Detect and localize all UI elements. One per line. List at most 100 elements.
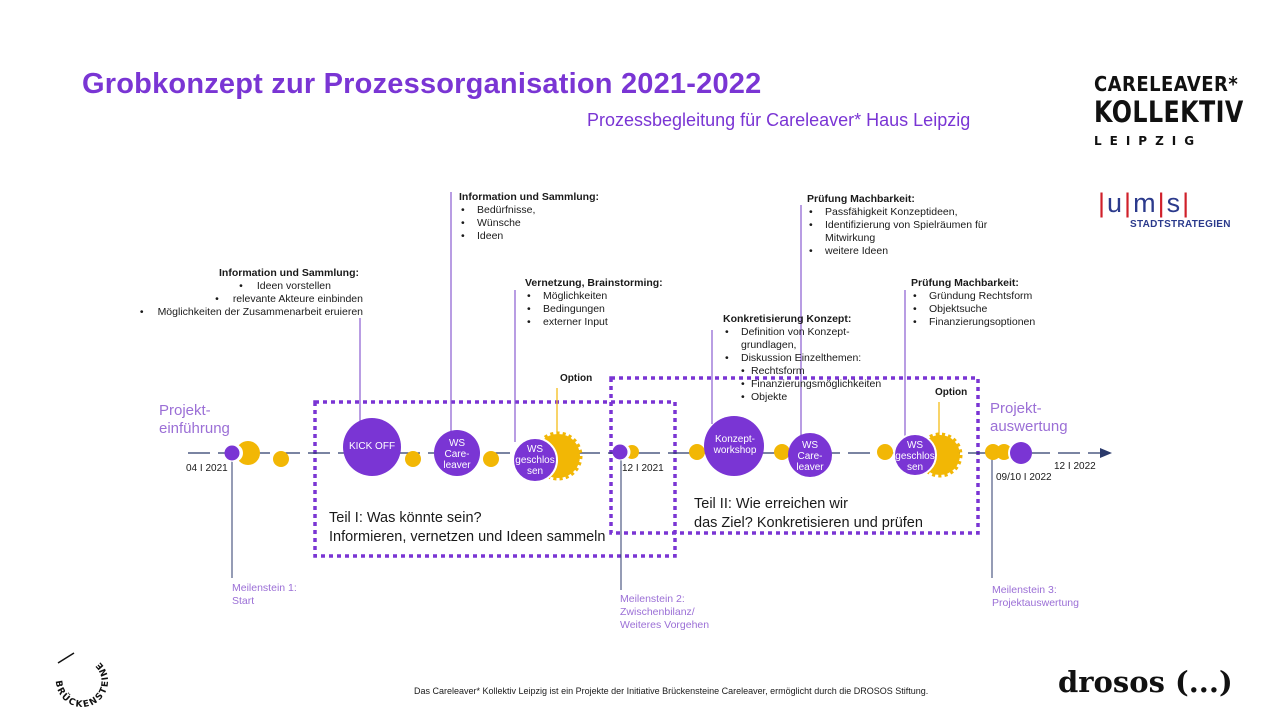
ums-letter-u: u bbox=[1107, 188, 1125, 218]
phase-start-line-1: Projekt- bbox=[159, 402, 211, 419]
konzept-node bbox=[704, 416, 764, 476]
info-box-6-item: Finanzierungsoptionen bbox=[911, 316, 1081, 329]
ws-careleaver-node bbox=[434, 430, 480, 476]
dot-4 bbox=[689, 444, 705, 460]
ws-closed-line-2: geschlos bbox=[515, 455, 555, 466]
info-box-4-subitem: Finanzierungsmöglichkeiten bbox=[723, 378, 913, 391]
option-sun-2 bbox=[893, 432, 963, 478]
milestone-3-line-1: Meilenstein 3: bbox=[992, 584, 1057, 596]
info-box-5-item: weitere Ideen bbox=[807, 245, 1017, 258]
logo-line-2: KOLLEKTIV bbox=[1094, 95, 1244, 129]
info-box-5-item: Mitwirkung bbox=[807, 232, 1017, 245]
phase-end-line-1: Projekt- bbox=[990, 400, 1042, 417]
info-box-3-item: Bedingungen bbox=[525, 303, 695, 316]
option-label-2: Option bbox=[935, 387, 968, 398]
ws-careleaver-2-label: WS Care- leaver bbox=[788, 440, 832, 473]
part-two-line-2: das Ziel? Konkretisieren und prüfen bbox=[694, 515, 923, 531]
dot-7 bbox=[985, 444, 1001, 460]
info-box-2-item: Wünsche bbox=[459, 217, 619, 230]
ws-careleaver-2-line-3: leaver bbox=[796, 462, 824, 473]
date-evaluation: 09/10 I 2022 bbox=[996, 472, 1052, 483]
milestone-3-label: Meilenstein 3: Projektauswertung bbox=[992, 584, 1079, 610]
start-node bbox=[224, 445, 240, 461]
konzept-label: Konzept- workshop bbox=[706, 434, 764, 456]
dot-3 bbox=[483, 451, 499, 467]
info-box-5-item-cont: Mitwirkung bbox=[825, 232, 876, 244]
ws-careleaver-line-2: Care- bbox=[444, 449, 470, 460]
date-end: 12 I 2022 bbox=[1054, 461, 1096, 472]
info-box-6-heading: Prüfung Machbarkeit: bbox=[911, 277, 1019, 289]
info-box-4-subitem: Rechtsform bbox=[723, 365, 913, 378]
info-box-4-item-cont: grundlagen, bbox=[741, 339, 797, 351]
mid-milestone-node bbox=[612, 444, 628, 460]
ws-closed-2-line-3: sen bbox=[906, 462, 924, 473]
info-box-2-heading: Information und Sammlung: bbox=[459, 191, 599, 203]
info-box-1: Information und Sammlung: Ideen vorstell… bbox=[103, 267, 363, 319]
dot-1 bbox=[273, 451, 289, 467]
info-box-4-item: grundlagen, bbox=[723, 339, 913, 352]
ws-closed-2-label: WS geschlos sen bbox=[892, 440, 938, 473]
info-box-4-item: Definition von Konzept- bbox=[723, 326, 913, 339]
brueckensteine-logo: BRÜCKENSTEINE bbox=[53, 652, 110, 710]
info-box-6-item: Objektsuche bbox=[911, 303, 1081, 316]
info-box-1-item: relevante Akteure einbinden bbox=[103, 293, 363, 306]
ws-closed-2-line-2: geschlos bbox=[895, 451, 935, 462]
ws-closed-label: WS geschlos sen bbox=[511, 444, 559, 477]
ws-closed-line-3: sen bbox=[526, 466, 544, 477]
ws-careleaver-2-line-1: WS bbox=[801, 440, 819, 451]
ws-careleaver-label: WS Care- leaver bbox=[434, 438, 480, 471]
drosos-logo: drosos (...) bbox=[1058, 665, 1233, 699]
info-box-4: Konkretisierung Konzept: Definition von … bbox=[723, 313, 913, 404]
timeline-arrow bbox=[1100, 448, 1112, 458]
part-two-text: Teil II: Wie erreichen wir das Ziel? Kon… bbox=[694, 495, 923, 533]
date-mid: 12 I 2021 bbox=[622, 463, 664, 474]
info-box-3-heading: Vernetzung, Brainstorming: bbox=[525, 277, 663, 289]
info-box-5-item: Passfähigkeit Konzeptideen, bbox=[807, 206, 1017, 219]
phase-start-line-2: einführung bbox=[159, 420, 230, 437]
part-one-line-1: Teil I: Was könnte sein? bbox=[329, 510, 482, 526]
info-box-4-heading: Konkretisierung Konzept: bbox=[723, 313, 852, 325]
part-one-line-2: Informieren, vernetzen und Ideen sammeln bbox=[329, 529, 606, 545]
dot-6 bbox=[877, 444, 893, 460]
ws-careleaver-2-node bbox=[788, 433, 832, 477]
info-box-5-item: Identifizierung von Spielräumen für bbox=[807, 219, 1017, 232]
part-one-text: Teil I: Was könnte sein? Informieren, ve… bbox=[329, 509, 605, 547]
careleaver-kollektiv-logo: CARELEAVER* KOLLEKTIV LEIPZIG bbox=[1094, 74, 1277, 147]
footer-text: Das Careleaver* Kollektiv Leipzig ist ei… bbox=[414, 686, 929, 696]
milestone-2-line-1: Meilenstein 2: bbox=[620, 593, 685, 605]
ws-careleaver-line-1: WS bbox=[448, 438, 466, 449]
end-node bbox=[1010, 442, 1032, 464]
page-title: Grobkonzept zur Prozessorganisation 2021… bbox=[82, 68, 762, 100]
phase-end-line-2: auswertung bbox=[990, 418, 1068, 435]
info-box-6-item: Gründung Rechtsform bbox=[911, 290, 1081, 303]
info-box-1-item: Möglichkeiten der Zusammenarbeit eruiere… bbox=[103, 306, 363, 319]
logo-line-1: CARELEAVER* bbox=[1094, 72, 1239, 96]
info-box-2-item: Ideen bbox=[459, 230, 619, 243]
kickoff-label: KICK OFF bbox=[348, 441, 396, 452]
phase-end-label: Projekt- auswertung bbox=[990, 400, 1068, 436]
info-box-1-item: Ideen vorstellen bbox=[103, 280, 331, 293]
milestone-1-line-1: Meilenstein 1: bbox=[232, 582, 297, 594]
milestone-2-line-3: Weiteres Vorgehen bbox=[620, 619, 710, 631]
option-label-1: Option bbox=[560, 373, 593, 384]
info-box-3: Vernetzung, Brainstorming: Möglichkeiten… bbox=[525, 277, 695, 329]
phase-one-box bbox=[313, 400, 677, 558]
info-box-5: Prüfung Machbarkeit: Passfähigkeit Konze… bbox=[807, 193, 1017, 258]
logo-line-3: LEIPZIG bbox=[1094, 134, 1203, 148]
option-sun-1 bbox=[512, 431, 583, 483]
konzept-line-1: Konzept- bbox=[714, 434, 756, 445]
ums-logo: |u|m|s| STADTSTRATEGIEN bbox=[1098, 188, 1233, 230]
milestone-1-line-2: Start bbox=[232, 595, 255, 607]
info-box-2-item: Bedürfnisse, bbox=[459, 204, 619, 217]
milestone-1-label: Meilenstein 1: Start bbox=[232, 582, 297, 608]
ws-closed-2-line-1: WS bbox=[906, 440, 924, 451]
dot-5 bbox=[774, 444, 790, 460]
page-subtitle: Prozessbegleitung für Careleaver* Haus L… bbox=[587, 110, 971, 130]
ums-letter-m: m bbox=[1133, 188, 1158, 218]
info-box-3-item: Möglichkeiten bbox=[525, 290, 695, 303]
konzept-line-2: workshop bbox=[713, 445, 757, 456]
milestone-2-line-2: Zwischenbilanz/ bbox=[620, 606, 695, 618]
phase-two-box bbox=[609, 376, 980, 535]
info-box-1-heading: Information und Sammlung: bbox=[219, 267, 359, 279]
